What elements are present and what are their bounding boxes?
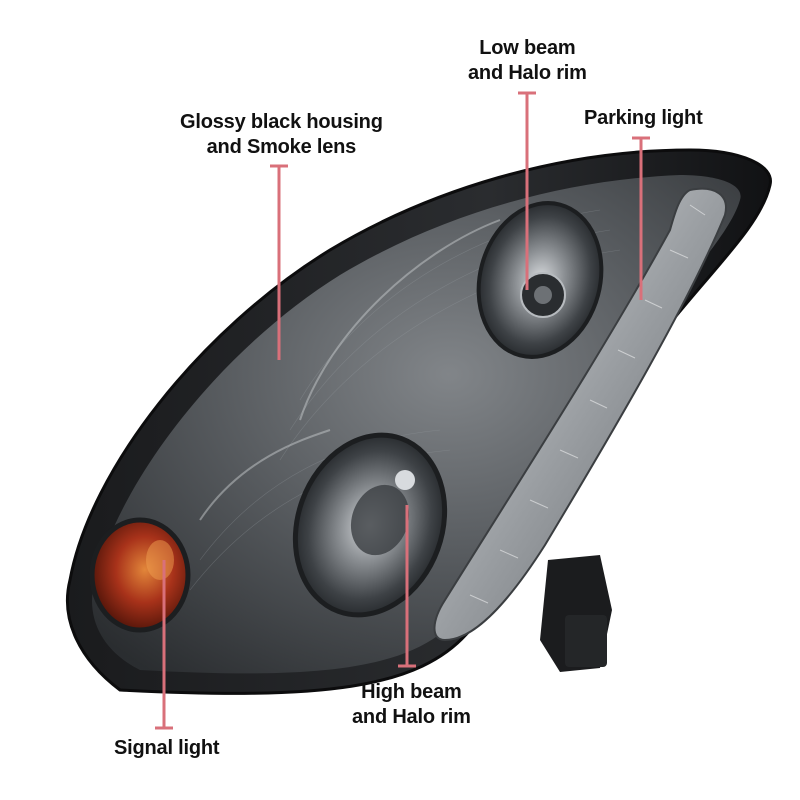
label-parking: Parking light (584, 106, 703, 131)
label-parking-line1: Parking light (584, 107, 703, 129)
label-signal: Signal light (114, 736, 220, 761)
connector-plug (565, 615, 607, 667)
label-housing: Glossy black housing and Smoke lens (180, 110, 383, 160)
label-signal-line1: Signal light (114, 737, 220, 759)
parking-light-strip (433, 187, 727, 642)
label-low-beam-line1: Low beam (479, 37, 576, 59)
label-high-beam-line2: and Halo rim (352, 706, 471, 728)
label-low-beam-line2: and Halo rim (468, 62, 587, 84)
label-housing-line1: Glossy black housing (180, 111, 383, 133)
label-housing-line2: and Smoke lens (206, 136, 357, 158)
label-low-beam: Low beam and Halo rim (468, 36, 587, 86)
label-high-beam-line1: High beam (361, 681, 462, 703)
callout-lines (155, 91, 650, 730)
smoke-lens (92, 175, 741, 674)
signal-light-lens (89, 517, 191, 633)
label-high-beam: High beam and Halo rim (352, 680, 471, 730)
